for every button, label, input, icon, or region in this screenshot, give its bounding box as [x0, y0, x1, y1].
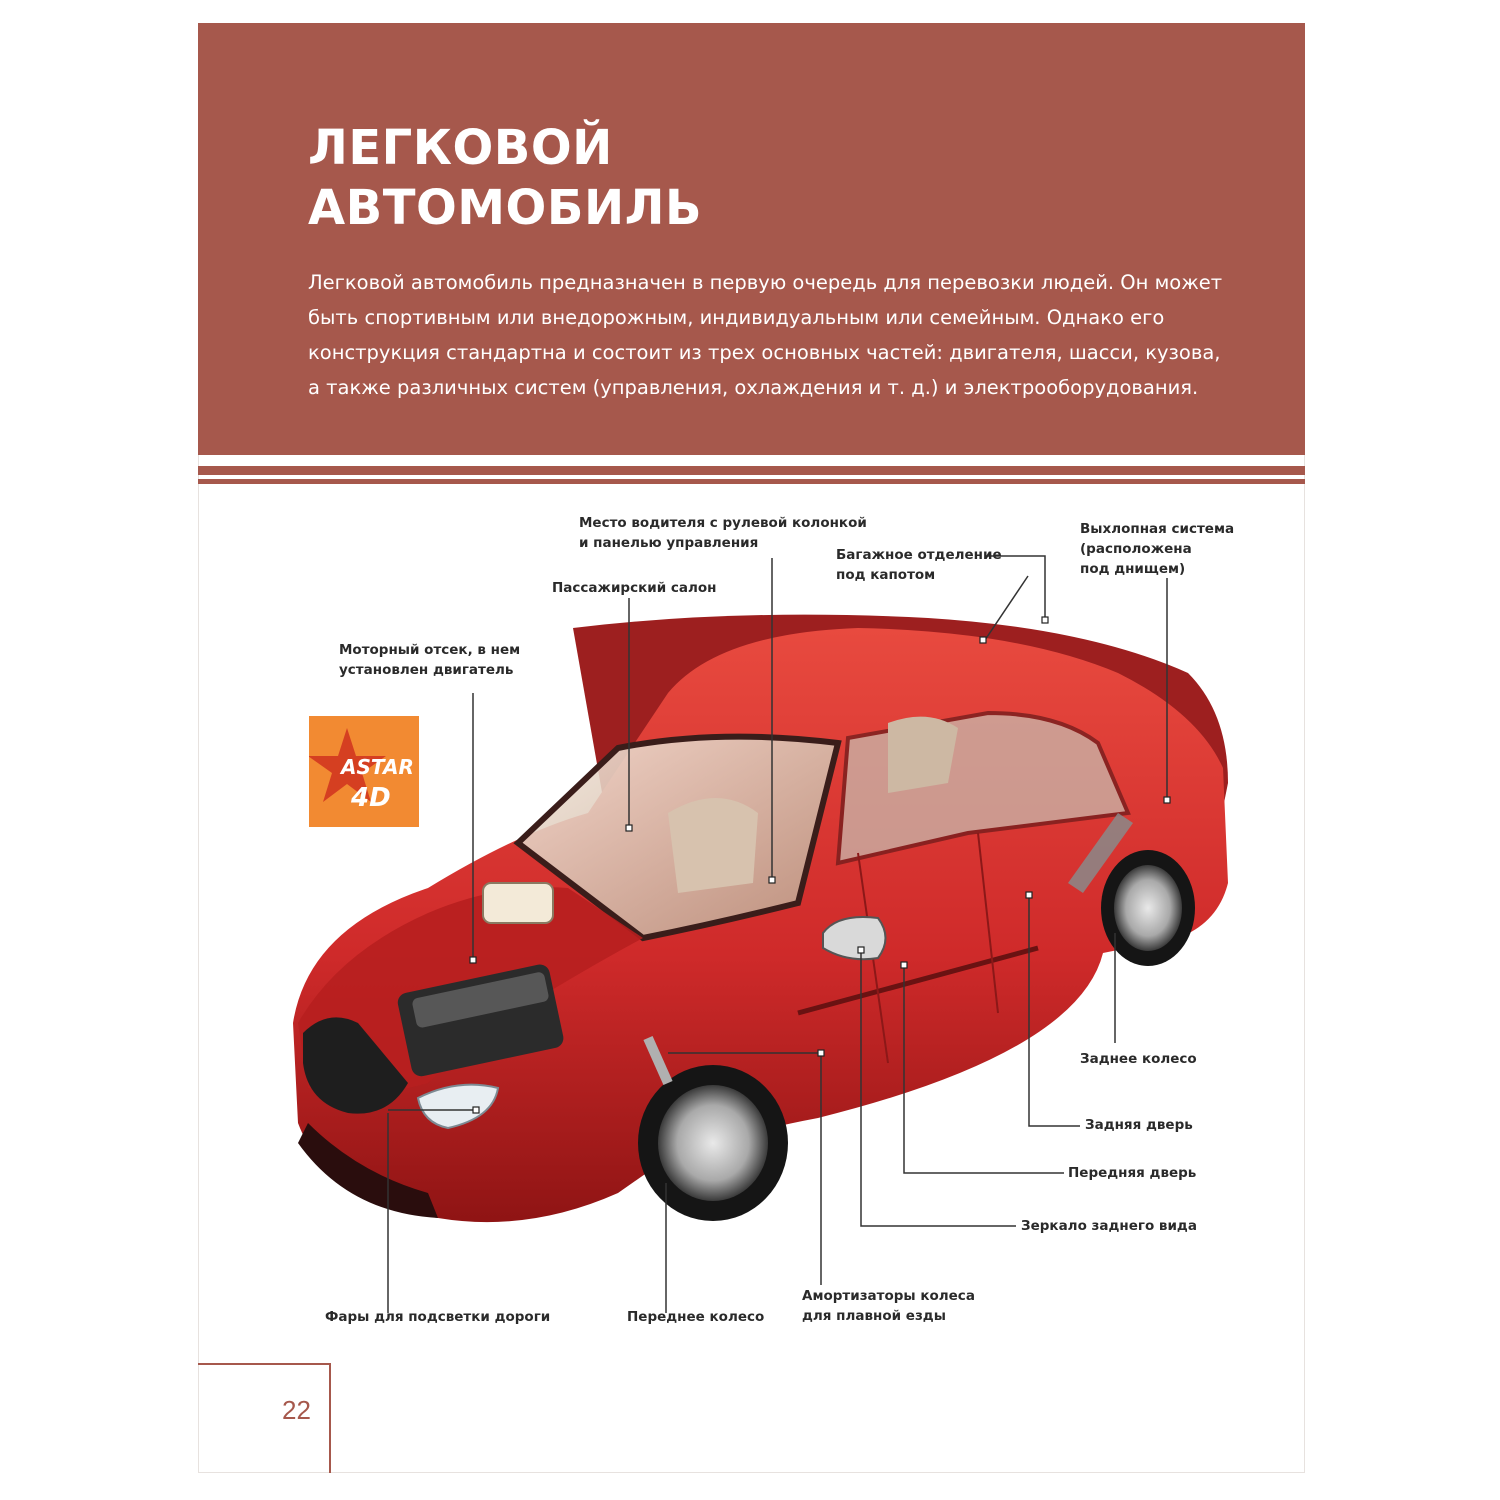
label-exhaust: Выхлопная система (расположена под днище… — [1080, 519, 1234, 579]
front-grille — [303, 1017, 408, 1114]
label-text: Переднее колесо — [627, 1309, 765, 1325]
label-front-trunk: Багажное отделение под капотом — [836, 545, 1002, 585]
rear-suspension — [1068, 813, 1133, 893]
label-text: Передняя дверь — [1068, 1165, 1197, 1181]
divider-stripe — [198, 479, 1305, 484]
front-intake — [298, 1123, 438, 1218]
label-headlights: Фары для подсветки дороги — [325, 1307, 550, 1327]
star-icon: ASTAR 4D — [308, 728, 414, 813]
page-number-box: 22 — [198, 1363, 331, 1473]
label-rear-wheel: Заднее колесо — [1080, 1049, 1197, 1069]
page-title: ЛЕГКОВОЙ АВТОМОБИЛЬ — [308, 118, 702, 238]
rear-rim — [1114, 865, 1182, 951]
astar-4d-logo: ASTAR 4D — [308, 716, 419, 827]
label-text: Амортизаторы колеса для плавной езды — [802, 1288, 975, 1324]
coolant-tank — [482, 882, 554, 924]
logo-text-top: ASTAR — [339, 755, 414, 779]
label-text: Выхлопная система (расположена под днище… — [1080, 521, 1235, 577]
seat — [888, 716, 958, 793]
page-number: 22 — [282, 1395, 311, 1425]
label-text: Моторный отсек, в нем установлен двигате… — [339, 642, 521, 678]
label-text: Заднее колесо — [1080, 1051, 1197, 1067]
intro-paragraph: Легковой автомобиль предназначен в перву… — [308, 271, 1223, 399]
label-engine-bay: Моторный отсек, в нем установлен двигате… — [339, 640, 520, 680]
car-illustration — [293, 614, 1228, 1223]
label-front-wheel: Переднее колесо — [627, 1307, 764, 1327]
book-page: ЛЕГКОВОЙ АВТОМОБИЛЬ Легковой автомобиль … — [198, 23, 1305, 1473]
header-band: ЛЕГКОВОЙ АВТОМОБИЛЬ Легковой автомобиль … — [198, 23, 1305, 455]
title-line-2: АВТОМОБИЛЬ — [308, 180, 703, 236]
label-cabin: Пассажирский салон — [552, 578, 716, 598]
engine-cover — [412, 972, 549, 1028]
logo-text-bottom: 4D — [350, 783, 391, 813]
seat — [668, 798, 758, 893]
label-text: Задняя дверь — [1085, 1117, 1193, 1133]
label-text: Фары для подсветки дороги — [325, 1309, 551, 1325]
label-text: Зеркало заднего вида — [1021, 1218, 1197, 1234]
label-shock-absorbers: Амортизаторы колеса для плавной езды — [802, 1286, 975, 1326]
label-front-door: Передняя дверь — [1068, 1163, 1196, 1183]
label-rear-door: Задняя дверь — [1085, 1115, 1193, 1135]
label-driver-seat: Место водителя с рулевой колонкой и пане… — [579, 513, 867, 553]
label-text: Багажное отделение под капотом — [836, 547, 1002, 583]
label-text: Пассажирский салон — [552, 580, 717, 596]
front-shock-absorber — [643, 1035, 673, 1086]
headlight — [416, 1083, 500, 1130]
front-rim — [658, 1085, 768, 1201]
label-text: Место водителя с рулевой колонкой и пане… — [579, 515, 867, 551]
label-mirror: Зеркало заднего вида — [1021, 1216, 1197, 1236]
divider-stripe — [198, 466, 1305, 475]
title-line-1: ЛЕГКОВОЙ — [308, 120, 613, 176]
side-mirror — [822, 916, 887, 961]
